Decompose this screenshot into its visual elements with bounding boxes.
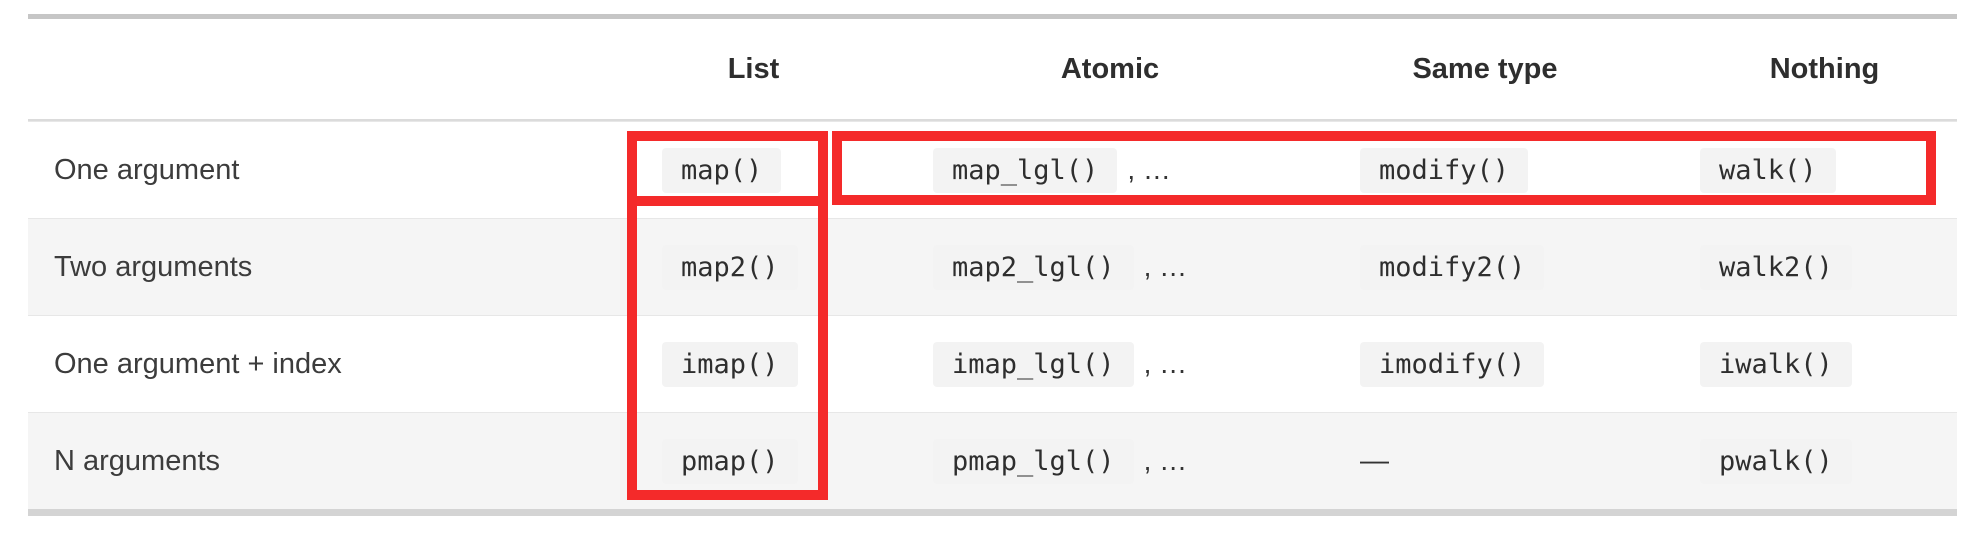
code-chip: map_lgl()	[933, 147, 1118, 193]
empty-cell-dash: —	[1360, 444, 1389, 477]
row-label: Two arguments	[54, 250, 253, 283]
code-chip: imap_lgl()	[933, 341, 1134, 387]
table-row: N arguments pmap() pmap_lgl() , … — pwalk…	[28, 412, 1957, 509]
code-chip: imap()	[662, 341, 798, 387]
cell-same-type: imodify()	[1330, 341, 1640, 387]
etc-suffix: , …	[1143, 250, 1188, 282]
code-chip: pmap()	[662, 438, 798, 484]
code-chip: map2()	[662, 244, 798, 290]
cell-list: map2()	[617, 244, 838, 290]
code-chip: pwalk()	[1700, 438, 1852, 484]
row-label: One argument	[54, 153, 240, 186]
code-chip: map()	[662, 147, 782, 193]
code-chip: modify()	[1360, 147, 1529, 193]
row-label: N arguments	[54, 444, 221, 477]
code-chip: iwalk()	[1700, 341, 1852, 387]
etc-suffix: , …	[1143, 347, 1188, 379]
cell-list: map()	[617, 147, 838, 193]
column-header-list: List	[727, 52, 780, 85]
code-chip: modify2()	[1360, 244, 1545, 290]
cell-same-type: modify2()	[1330, 244, 1640, 290]
code-chip: walk2()	[1700, 244, 1852, 290]
etc-suffix: , …	[1127, 153, 1171, 185]
cell-nothing: iwalk()	[1640, 341, 1957, 387]
cell-nothing: pwalk()	[1640, 438, 1957, 484]
column-header-atomic: Atomic	[1060, 52, 1160, 85]
cell-atomic: pmap_lgl() , …	[838, 438, 1330, 484]
code-chip: walk()	[1700, 147, 1836, 193]
table-header-row: List Atomic Same type Nothing	[28, 19, 1957, 121]
column-header-nothing: Nothing	[1769, 52, 1880, 85]
cell-nothing: walk()	[1640, 147, 1957, 193]
cell-atomic: map2_lgl() , …	[838, 244, 1330, 290]
cell-atomic: map_lgl() , …	[838, 147, 1330, 193]
cell-same-type: —	[1330, 445, 1640, 478]
cell-nothing: walk2()	[1640, 244, 1957, 290]
code-chip: map2_lgl()	[933, 244, 1134, 290]
table-row: One argument + index imap() imap_lgl() , …	[28, 315, 1957, 412]
code-chip: imodify()	[1360, 341, 1545, 387]
table-row: Two arguments map2() map2_lgl() , … modif…	[28, 218, 1957, 315]
map-variants-table: List Atomic Same type Nothing One argume…	[28, 14, 1957, 516]
column-header-same-type: Same type	[1412, 52, 1558, 85]
cell-list: imap()	[617, 341, 838, 387]
etc-suffix: , …	[1143, 444, 1188, 476]
cell-atomic: imap_lgl() , …	[838, 341, 1330, 387]
cell-same-type: modify()	[1330, 147, 1640, 193]
row-label: One argument + index	[54, 347, 342, 380]
cell-list: pmap()	[617, 438, 838, 484]
code-chip: pmap_lgl()	[933, 438, 1134, 484]
table-row: One argument map() map_lgl() , … modify()…	[28, 121, 1957, 218]
